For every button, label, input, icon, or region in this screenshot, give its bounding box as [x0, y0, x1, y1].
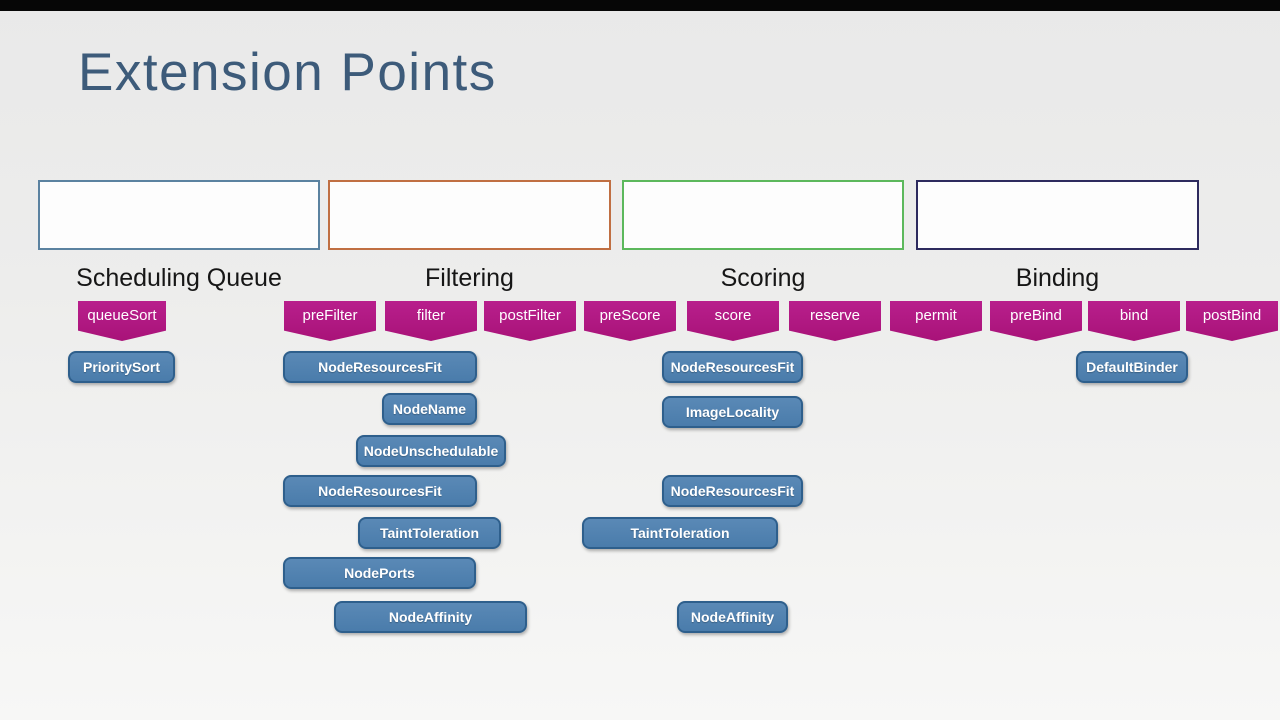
phase-label-filtering: Filtering — [425, 264, 514, 292]
extension-point-postbind: postBind — [1186, 301, 1278, 341]
extension-point-score: score — [687, 301, 779, 341]
plugin-chip-imagelocality: ImageLocality — [662, 396, 803, 428]
extension-point-postfilter: postFilter — [484, 301, 576, 341]
plugin-chip-nodeaffinity: NodeAffinity — [677, 601, 788, 633]
plugin-chip-nodeports: NodePorts — [283, 557, 476, 589]
plugin-chip-prioritysort: PrioritySort — [68, 351, 175, 383]
phase-label-scheduling-queue: Scheduling Queue — [76, 264, 282, 292]
letterbox-bar-top — [0, 0, 1280, 11]
extension-point-bind: bind — [1088, 301, 1180, 341]
extension-point-filter: filter — [385, 301, 477, 341]
phase-label-binding: Binding — [1015, 264, 1100, 292]
plugin-chip-noderesourcesfit: NodeResourcesFit — [662, 351, 803, 383]
extension-point-queuesort: queueSort — [78, 301, 166, 341]
plugin-chip-noderesourcesfit: NodeResourcesFit — [283, 475, 477, 507]
extension-point-prescore: preScore — [584, 301, 676, 341]
extension-point-prefilter: preFilter — [284, 301, 376, 341]
plugin-chip-noderesourcesfit: NodeResourcesFit — [283, 351, 477, 383]
phase-box-binding — [916, 180, 1199, 250]
phase-label-scoring: Scoring — [720, 264, 806, 292]
plugin-chip-tainttoleration: TaintToleration — [358, 517, 501, 549]
phase-box-filtering — [328, 180, 611, 250]
plugin-chip-tainttoleration: TaintToleration — [582, 517, 778, 549]
extension-point-prebind: preBind — [990, 301, 1082, 341]
plugin-chip-nodeaffinity: NodeAffinity — [334, 601, 527, 633]
extension-point-reserve: reserve — [789, 301, 881, 341]
phase-box-scoring — [622, 180, 904, 250]
phase-box-scheduling-queue — [38, 180, 320, 250]
extension-point-permit: permit — [890, 301, 982, 341]
plugin-chip-noderesourcesfit: NodeResourcesFit — [662, 475, 803, 507]
plugin-chip-nodename: NodeName — [382, 393, 477, 425]
plugin-chip-defaultbinder: DefaultBinder — [1076, 351, 1188, 383]
page-title: Extension Points — [78, 43, 497, 102]
plugin-chip-nodeunschedulable: NodeUnschedulable — [356, 435, 506, 467]
